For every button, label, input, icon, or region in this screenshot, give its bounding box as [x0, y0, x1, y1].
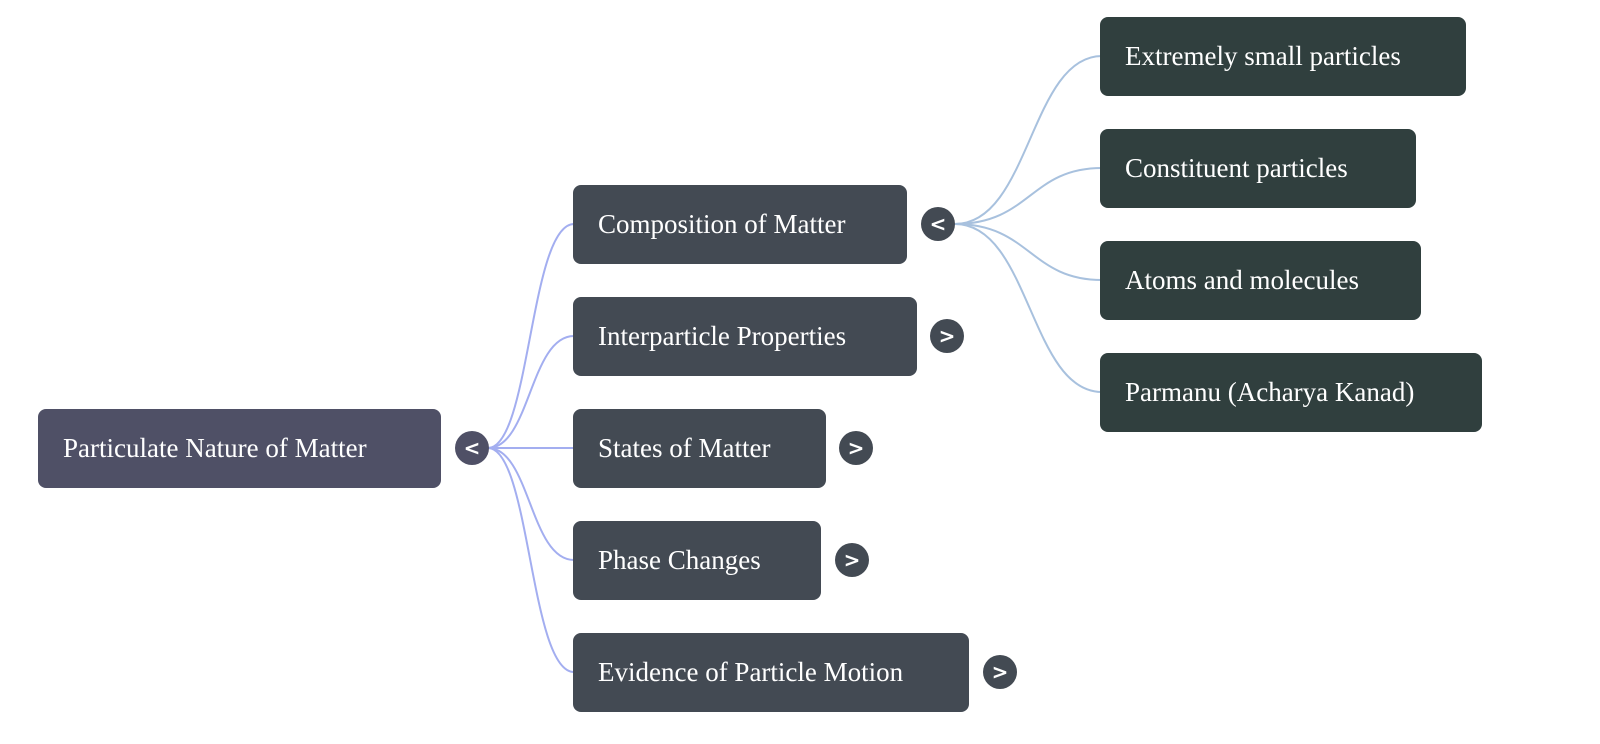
expand-toggle-states[interactable]: > — [839, 431, 873, 465]
link-composition-atoms — [954, 223, 1103, 281]
node-constituent-particles[interactable]: Constituent particles — [1100, 129, 1416, 208]
link-root-composition — [487, 223, 575, 449]
chevron-left-icon: < — [929, 212, 947, 236]
link-composition-extremely — [954, 55, 1103, 225]
node-label: Parmanu (Acharya Kanad) — [1125, 377, 1415, 407]
node-label: Constituent particles — [1125, 153, 1348, 183]
chevron-right-icon: > — [991, 660, 1009, 684]
node-label: Atoms and molecules — [1125, 265, 1359, 295]
node-label: Phase Changes — [598, 545, 761, 575]
link-root-evidence — [487, 447, 575, 673]
node-phase-changes[interactable]: Phase Changes — [573, 521, 821, 600]
collapse-toggle-composition[interactable]: < — [921, 207, 955, 241]
node-label: Composition of Matter — [598, 209, 846, 239]
node-interparticle-properties[interactable]: Interparticle Properties — [573, 297, 917, 376]
collapse-toggle-root[interactable]: < — [455, 431, 489, 465]
link-root-interparticle — [487, 335, 575, 449]
chevron-right-icon: > — [843, 548, 861, 572]
node-root[interactable]: Particulate Nature of Matter — [38, 409, 441, 488]
node-parmanu[interactable]: Parmanu (Acharya Kanad) — [1100, 353, 1482, 432]
node-evidence-of-particle-motion[interactable]: Evidence of Particle Motion — [573, 633, 969, 712]
node-label: Extremely small particles — [1125, 41, 1401, 71]
node-label: Evidence of Particle Motion — [598, 657, 904, 687]
expand-toggle-evidence[interactable]: > — [983, 655, 1017, 689]
node-label: States of Matter — [598, 433, 771, 463]
chevron-right-icon: > — [938, 324, 956, 348]
node-root-label: Particulate Nature of Matter — [63, 433, 367, 463]
expand-toggle-phase[interactable]: > — [835, 543, 869, 577]
node-states-of-matter[interactable]: States of Matter — [573, 409, 826, 488]
chevron-right-icon: > — [847, 436, 865, 460]
node-extremely-small-particles[interactable]: Extremely small particles — [1100, 17, 1466, 96]
node-composition-of-matter[interactable]: Composition of Matter — [573, 185, 907, 264]
link-composition-constituent — [954, 167, 1103, 225]
node-label: Interparticle Properties — [598, 321, 847, 351]
node-atoms-and-molecules[interactable]: Atoms and molecules — [1100, 241, 1421, 320]
chevron-left-icon: < — [463, 436, 481, 460]
link-root-phase — [487, 447, 575, 561]
link-composition-parmanu — [954, 223, 1103, 393]
expand-toggle-interparticle[interactable]: > — [930, 319, 964, 353]
